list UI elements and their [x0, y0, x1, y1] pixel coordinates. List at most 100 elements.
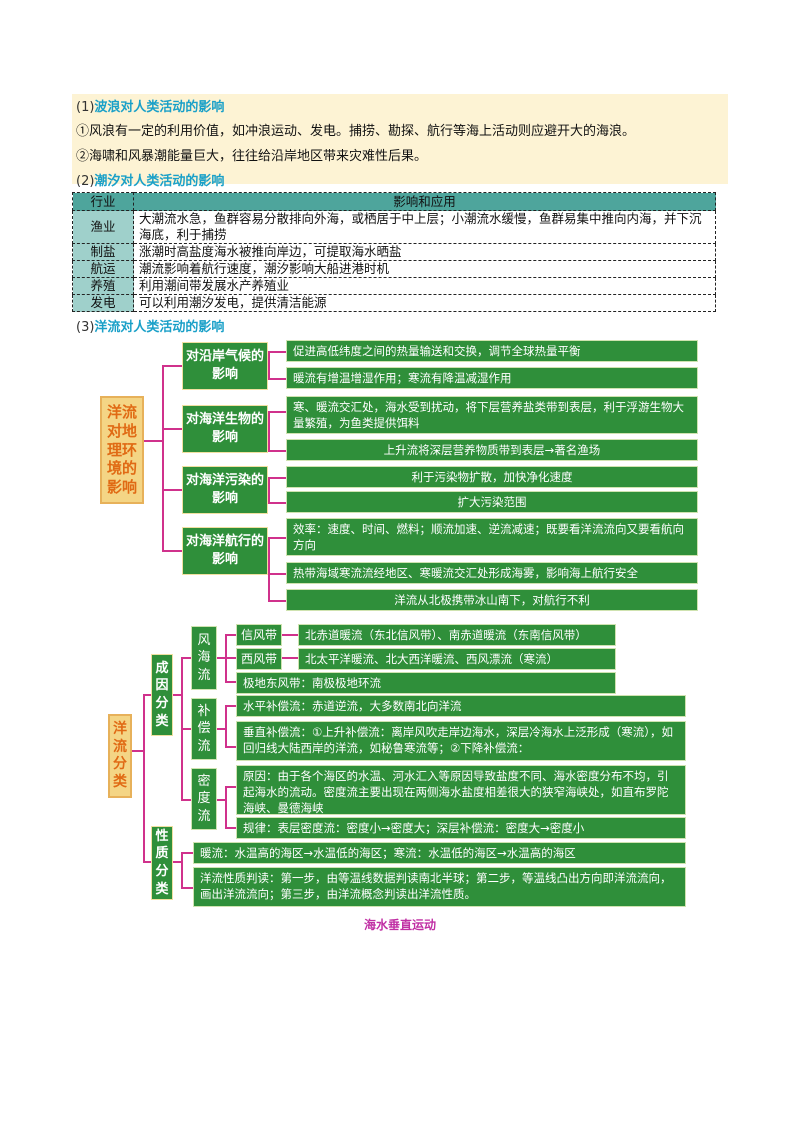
connector: [162, 428, 182, 430]
map1-branch-navigation: 对海洋航行的影响: [182, 527, 268, 575]
map2-center-node: 洋流分类: [108, 714, 132, 798]
connector: [181, 657, 191, 659]
table-cell-industry: 航运: [72, 260, 134, 278]
connector: [268, 351, 286, 353]
table-row: 渔业 大潮流水急，鱼群容易分散排向外海，或栖居于中上层；小潮流水缓慢，鱼群易集中…: [72, 210, 716, 244]
table-cell-industry: 制盐: [72, 243, 134, 261]
map1-branch-biology: 对海洋生物的影响: [182, 405, 268, 453]
connector: [225, 705, 227, 747]
section1-line-2: ②海啸和风暴潮能量巨大，往往给沿岸地区带来灾难性后果。: [76, 149, 428, 164]
section2-heading: (2)潮汐对人类活动的影响: [76, 174, 225, 189]
map2-sub-density-current: 密度流: [191, 768, 217, 830]
connector: [268, 537, 286, 539]
connector: [181, 852, 183, 888]
connector: [282, 657, 298, 659]
connector: [268, 411, 270, 451]
connector: [143, 861, 151, 863]
connector: [225, 786, 227, 828]
connector: [268, 600, 286, 602]
connector: [181, 799, 191, 801]
map2-sub-wind-current: 风海流: [191, 626, 217, 690]
map2-leaf: 洋流性质判读：第一步，由等温线数据判读南北半球；第二步，等温线凸出方向即洋流流向…: [193, 867, 686, 907]
table-cell-text: 大潮流水急，鱼群容易分散排向外海，或栖居于中上层；小潮流水缓慢，鱼群易集中推向内…: [133, 210, 716, 244]
connector: [130, 750, 144, 752]
map2-leaf: 垂直补偿流：①上升补偿流：离岸风吹走岸边海水，深层冷海水上泛形成（寒流），如回归…: [236, 721, 686, 761]
connector: [225, 827, 236, 829]
map2-leaf: 水平补偿流：赤道逆流，大多数南北向洋流: [236, 695, 686, 717]
connector: [181, 728, 191, 730]
map2-leaf: 规律：表层密度流：密度小→密度大；深层补偿流：密度大→密度小: [236, 817, 686, 839]
map2-leaf: 极地东风带：南极极地环流: [236, 672, 616, 694]
map1-leaf: 效率：速度、时间、燃料；顺流加速、逆流减速；既要看洋流流向又要看航向方向: [286, 518, 698, 556]
table-cell-industry: 养殖: [72, 277, 134, 295]
connector: [268, 351, 270, 379]
connector: [143, 694, 145, 862]
table-header-row: 行业 影响和应用: [72, 192, 716, 211]
connector: [172, 694, 182, 696]
connector: [225, 746, 236, 748]
connector: [282, 634, 298, 636]
connector: [181, 887, 193, 889]
table-cell-text: 利用潮间带发展水产养殖业: [133, 277, 716, 295]
map2-sub-compensation-current: 补偿流: [191, 698, 217, 760]
connector: [268, 477, 286, 479]
map1-branch-climate: 对沿岸气候的影响: [182, 342, 268, 390]
connector: [162, 365, 182, 367]
map1-leaf: 暖流有增温增湿作用；寒流有降温减湿作用: [286, 367, 698, 389]
table-cell-industry: 发电: [72, 294, 134, 312]
map2-leaf: 北赤道暖流（东北信风带）、南赤道暖流（东南信风带）: [298, 624, 616, 646]
table-cell-industry: 渔业: [72, 210, 134, 244]
map1-leaf: 扩大污染范围: [286, 491, 698, 513]
map1-leaf: 寒、暖流交汇处，海水受到扰动，将下层营养盐类带到表层，利于浮游生物大量繁殖，为鱼…: [286, 396, 698, 434]
connector: [225, 786, 236, 788]
section-band-1: [72, 94, 728, 184]
map1-leaf: 促进高低纬度之间的热量输送和交换，调节全球热量平衡: [286, 340, 698, 362]
connector: [225, 705, 236, 707]
connector: [225, 634, 227, 682]
connector: [225, 634, 236, 636]
connector: [143, 440, 163, 442]
table-row: 航运 潮流影响着航行速度，潮汐影响大船进港时机: [72, 260, 716, 278]
map2-tag-westerly: 西风带: [236, 648, 282, 670]
connector: [268, 573, 286, 575]
map2-leaf: 原因：由于各个海区的水温、河水汇入等原因导致盐度不同、海水密度分布不均，引起海水…: [236, 765, 686, 815]
connector: [162, 550, 182, 552]
connector: [216, 799, 226, 801]
connector: [225, 681, 236, 683]
map1-leaf: 热带海域寒流流经地区、寒暖流交汇处形成海雾，影响海上航行安全: [286, 562, 698, 584]
map1-leaf: 洋流从北极携带冰山南下，对航行不利: [286, 589, 698, 611]
table-cell-text: 可以利用潮汐发电，提供清洁能源: [133, 294, 716, 312]
section3-heading: (3)洋流对人类活动的影响: [76, 320, 225, 335]
map2-leaf: 北太平洋暖流、北大西洋暖流、西风漂流（寒流）: [298, 648, 616, 670]
table-row: 发电 可以利用潮汐发电，提供清洁能源: [72, 294, 716, 312]
connector: [143, 694, 151, 696]
table-header-industry: 行业: [72, 192, 134, 211]
connector: [181, 852, 193, 854]
map2-leaf: 暖流：水温高的海区→水温低的海区；寒流：水温低的海区→水温高的海区: [193, 842, 686, 864]
table-cell-text: 潮流影响着航行速度，潮汐影响大船进港时机: [133, 260, 716, 278]
table-row: 养殖 利用潮间带发展水产养殖业: [72, 277, 716, 295]
connector: [162, 365, 164, 551]
connector: [268, 411, 286, 413]
map2-group-nature: 性质分类: [151, 826, 173, 900]
map2-group-cause: 成因分类: [151, 654, 173, 736]
map1-leaf: 上升流将深层营养物质带到表层→著名渔场: [286, 439, 698, 461]
table-header-impact: 影响和应用: [133, 192, 716, 211]
table-cell-text: 涨潮时高盐度海水被推向岸边，可提取海水晒盐: [133, 243, 716, 261]
figure-caption: 海水垂直运动: [363, 918, 436, 932]
connector: [268, 537, 270, 601]
map1-branch-pollution: 对海洋污染的影响: [182, 466, 268, 514]
table-row: 制盐 涨潮时高盐度海水被推向岸边，可提取海水晒盐: [72, 243, 716, 261]
connector: [216, 728, 226, 730]
map1-center-node: 洋流对地理环境的影响: [100, 396, 144, 504]
map2-tag-trade-wind: 信风带: [236, 624, 282, 646]
section1-heading: (1)波浪对人类活动的影响: [76, 100, 225, 115]
map1-leaf: 利于污染物扩散，加快净化速度: [286, 466, 698, 488]
connector: [172, 861, 182, 863]
connector: [268, 450, 286, 452]
connector: [268, 477, 270, 503]
connector: [268, 378, 286, 380]
connector: [268, 502, 286, 504]
connector: [162, 489, 182, 491]
section1-line-1: ①风浪有一定的利用价值，如冲浪运动、发电。捕捞、勘探、航行等海上活动则应避开大的…: [76, 124, 636, 139]
